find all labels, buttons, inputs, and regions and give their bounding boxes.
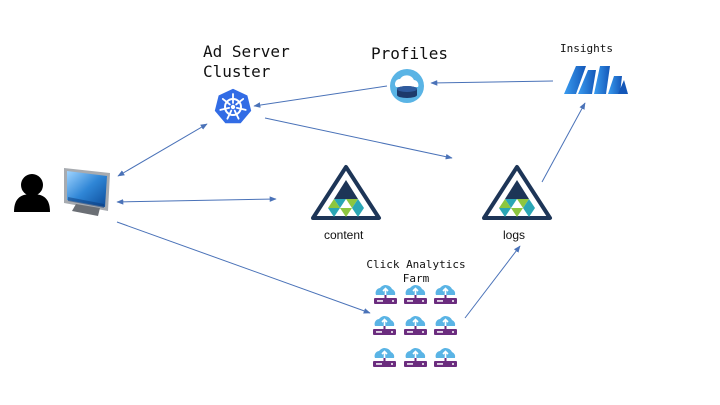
cloud-database-icon (390, 69, 424, 103)
logs-label: logs (503, 228, 526, 242)
arrow-insights-profiles (430, 80, 554, 86)
monitor-icon (64, 168, 110, 216)
insights-logo-icon (564, 66, 628, 94)
cloud-server-icon (372, 347, 397, 368)
profiles-label: Profiles (371, 44, 449, 63)
arrow-profiles-adserver (253, 85, 388, 108)
server-farm (372, 284, 458, 368)
cloud-server-icon (403, 347, 428, 368)
arrow-user-content (116, 196, 277, 205)
arrow-adserver-logs (264, 117, 453, 160)
cloud-server-icon (372, 315, 397, 336)
cloud-server-icon (433, 347, 458, 368)
content-triangle-icon (311, 165, 381, 220)
cloud-server-icon (433, 284, 458, 305)
arrow-user-farm (116, 221, 371, 314)
connector-arrows (116, 80, 586, 319)
click-analytics-farm-label: Click Analytics Farm (366, 258, 466, 285)
logs-triangle-icon (482, 165, 552, 220)
cloud-server-icon (433, 315, 458, 336)
cloud-server-icon (403, 315, 428, 336)
kubernetes-icon (213, 87, 253, 125)
arrow-logs-insights (541, 102, 586, 183)
arrow-farm-logs (464, 245, 521, 319)
person-icon (14, 174, 50, 212)
insights-label: Insights (560, 42, 613, 55)
cloud-server-icon (403, 284, 428, 305)
arrow-user-adserver (117, 123, 208, 177)
ad-server-cluster-label: Ad Server Cluster (203, 42, 290, 81)
cloud-server-icon (373, 284, 398, 305)
content-label: content (324, 228, 364, 242)
